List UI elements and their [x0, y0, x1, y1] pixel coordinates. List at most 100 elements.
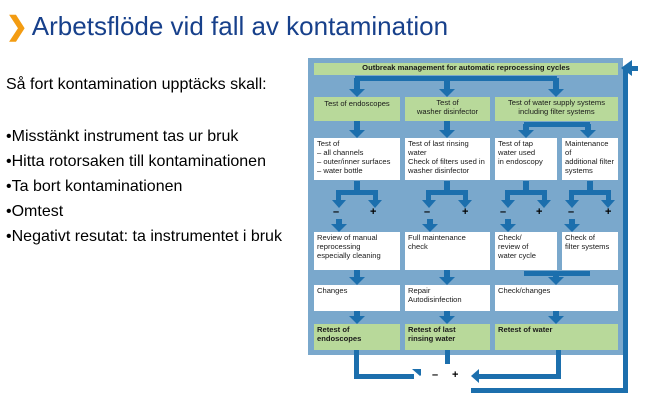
change-box-check-changes: Check/changes [495, 285, 618, 311]
branch-header-endoscopes: Test of endoscopes [314, 97, 400, 121]
retest-return-arrow [354, 350, 359, 379]
minus-sign: – [500, 206, 507, 218]
retest-return-arrow [556, 350, 561, 379]
arrow-head-icon [548, 316, 564, 324]
arrow-head-icon [537, 200, 551, 208]
split-arrow [373, 190, 378, 201]
bullet-item: Hitta rotorsaken till kontaminationen [6, 149, 282, 174]
bullet-item: Misstänkt instrument tas ur bruk [6, 124, 282, 149]
branch-split-arrow [524, 122, 590, 127]
arrow-shaft [427, 219, 433, 225]
arrow-shaft [569, 219, 575, 225]
change-box-changes: Changes [314, 285, 400, 311]
branch-header-water-supply: Test of water supply systems including f… [495, 97, 618, 121]
retest-return-arrow [354, 374, 414, 379]
bullet-item: Negativt resutat: ta instrumentet i bruk [6, 224, 282, 249]
slide-title: ❯Arbetsflöde vid fall av kontamination [6, 8, 448, 44]
arrow-head-icon [601, 200, 615, 208]
plus-sign: + [370, 206, 377, 218]
split-arrow [463, 190, 468, 201]
split-arrow [587, 181, 593, 192]
arrow-head-icon [368, 200, 382, 208]
action-box-full-maintenance: Full maintenance check [405, 232, 490, 270]
arrow-shaft [523, 124, 529, 131]
arrow-head-icon [439, 89, 455, 97]
feedback-loop-arrow [471, 388, 628, 393]
header-split-arrow [355, 76, 557, 81]
flow-header: Outbreak management for automatic reproc… [314, 63, 618, 75]
action-box-manual-review: Review of manual reprocessing especially… [314, 232, 400, 270]
action-box-filter-check: Check of filter systems [562, 232, 618, 270]
arrow-head-icon [332, 200, 346, 208]
arrow-head-icon [548, 277, 564, 285]
arrow-shaft [354, 78, 360, 90]
split-arrow [571, 190, 609, 195]
arrow-head-icon [564, 224, 580, 232]
arrow-head-icon [349, 89, 365, 97]
result-box: – + [421, 366, 471, 384]
retest-return-arrow [445, 350, 450, 364]
retest-box-endoscopes: Retest of endoscopes [314, 324, 400, 350]
split-arrow [507, 190, 545, 195]
arrow-shaft [553, 78, 559, 90]
action-box-water-cycle: Check/ review of water cycle [495, 232, 557, 270]
arrow-shaft [553, 273, 559, 278]
arrow-head-icon [518, 130, 534, 138]
split-arrow [428, 190, 466, 195]
change-box-repair: Repair Autodisinfection [405, 285, 490, 311]
test-box-filter-maintenance: Maintenance of additional filter systems [562, 138, 618, 180]
arrow-head-icon [331, 224, 347, 232]
intro-text: Så fort kontamination upptäcks skall: [6, 76, 267, 93]
split-arrow [523, 181, 529, 192]
retest-return-arrow [478, 374, 561, 379]
feedback-loop-arrow [623, 68, 628, 393]
arrow-shaft [505, 219, 511, 225]
arrow-head-icon [349, 277, 365, 285]
arrow-shaft [585, 124, 591, 131]
split-arrow [338, 190, 376, 195]
slide-title-text: Arbetsflöde vid fall av kontamination [31, 11, 449, 41]
split-arrow [505, 190, 510, 201]
result-plus-sign: + [452, 369, 459, 381]
retest-box-rinsing-water: Retest of last rinsing water [405, 324, 490, 350]
bullet-item: Ta bort kontaminationen [6, 174, 282, 199]
arrow-head-icon [422, 224, 438, 232]
arrow-head-icon [439, 130, 455, 138]
arrow-head-icon [458, 200, 472, 208]
arrow-shaft [354, 270, 360, 278]
split-arrow [336, 190, 341, 201]
arrow-head-icon [439, 277, 455, 285]
split-arrow [444, 181, 450, 192]
arrow-shaft [444, 311, 450, 317]
minus-sign: – [424, 206, 431, 218]
plus-sign: + [462, 206, 469, 218]
branch-header-washer: Test of washer disinfector [405, 97, 490, 121]
arrow-shaft [444, 270, 450, 278]
plus-sign: + [605, 206, 612, 218]
arrow-head-icon [565, 200, 579, 208]
plus-sign: + [536, 206, 543, 218]
split-arrow [606, 190, 611, 201]
split-arrow [354, 181, 360, 192]
arrow-shaft [553, 311, 559, 317]
retest-box-water: Retest of water [495, 324, 618, 350]
arrow-shaft [354, 121, 360, 131]
arrow-head-icon [349, 316, 365, 324]
arrow-head-icon [580, 130, 596, 138]
bullet-item: Omtest [6, 199, 282, 224]
arrow-head-icon [349, 130, 365, 138]
minus-sign: – [333, 206, 340, 218]
arrow-head-icon [422, 200, 436, 208]
split-arrow [542, 190, 547, 201]
arrow-shaft [444, 121, 450, 131]
arrow-head-icon [439, 316, 455, 324]
split-arrow [426, 190, 431, 201]
arrow-head-icon [621, 60, 632, 76]
arrow-shaft [354, 311, 360, 317]
arrow-head-icon [548, 89, 564, 97]
test-box-tap-water: Test of tap water used in endoscopy [495, 138, 557, 180]
test-box-endoscope-channels: Test of – all channels – outer/inner sur… [314, 138, 400, 180]
feedback-loop-arrow [628, 66, 638, 71]
split-arrow [569, 190, 574, 201]
